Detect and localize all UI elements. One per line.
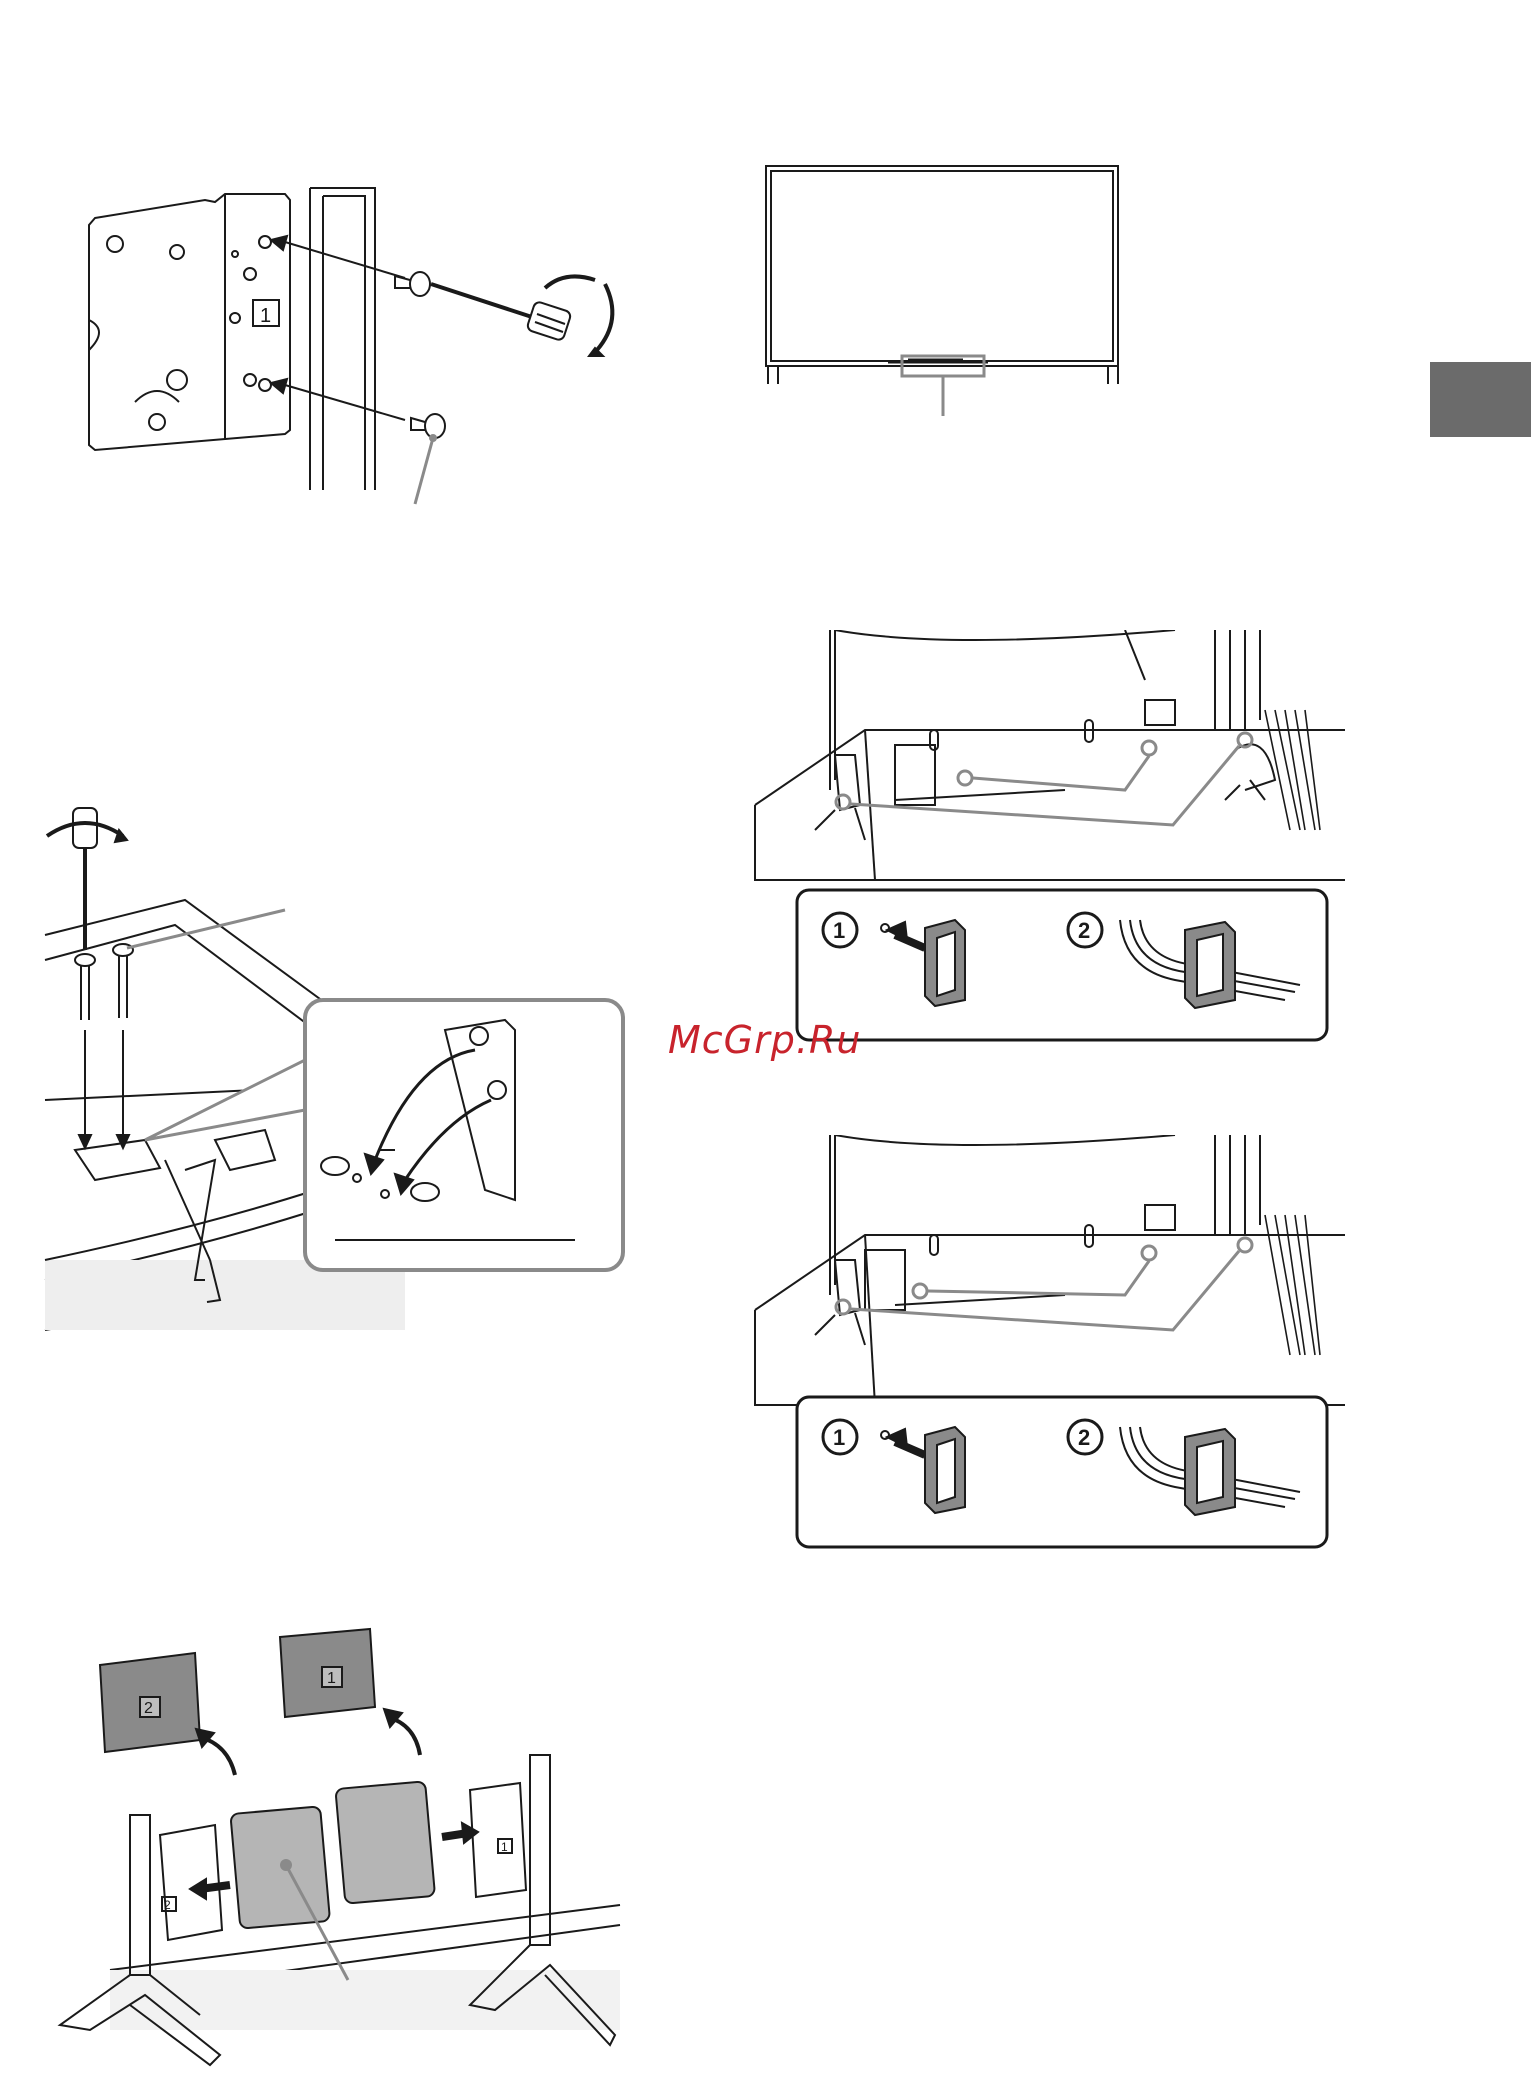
bracket-attach-figure: 1: [75, 180, 635, 520]
cable-holder-figure-b: 1 2: [745, 1135, 1345, 1555]
step-2-label: 2: [1078, 918, 1090, 943]
bracket-left-number: 2: [164, 1898, 171, 1912]
bracket-removal-figure: [35, 800, 635, 1340]
watermark-text: McGrp.Ru: [668, 1018, 861, 1062]
detail-callout: [305, 1000, 623, 1270]
cable-holder-figure-a: 1 2: [745, 630, 1345, 1050]
screwdriver-icon: [47, 808, 127, 950]
cover-attach-figure: 2 1 2 1: [50, 1625, 640, 2075]
cable-holder-icon: [925, 1427, 965, 1513]
step-2-label: 2: [1078, 1425, 1090, 1450]
screwdriver-icon: [431, 284, 572, 341]
section-tab: [1430, 362, 1531, 437]
tv-front-figure: [758, 162, 1138, 422]
step-1-label: 1: [833, 1425, 845, 1450]
cable-holder-icon: [925, 920, 965, 1006]
bracket-number-label: 1: [260, 305, 271, 327]
cable-holder-icon: [1185, 922, 1235, 1008]
step-1-label: 1: [833, 918, 845, 943]
bracket-right-number: 1: [501, 1840, 508, 1854]
cable-holder-icon: [1185, 1429, 1235, 1515]
screw-icon: [75, 944, 133, 1020]
screw-icon: [411, 414, 445, 438]
cover-left-number: 2: [144, 1700, 153, 1717]
cover-right-number: 1: [327, 1670, 336, 1687]
